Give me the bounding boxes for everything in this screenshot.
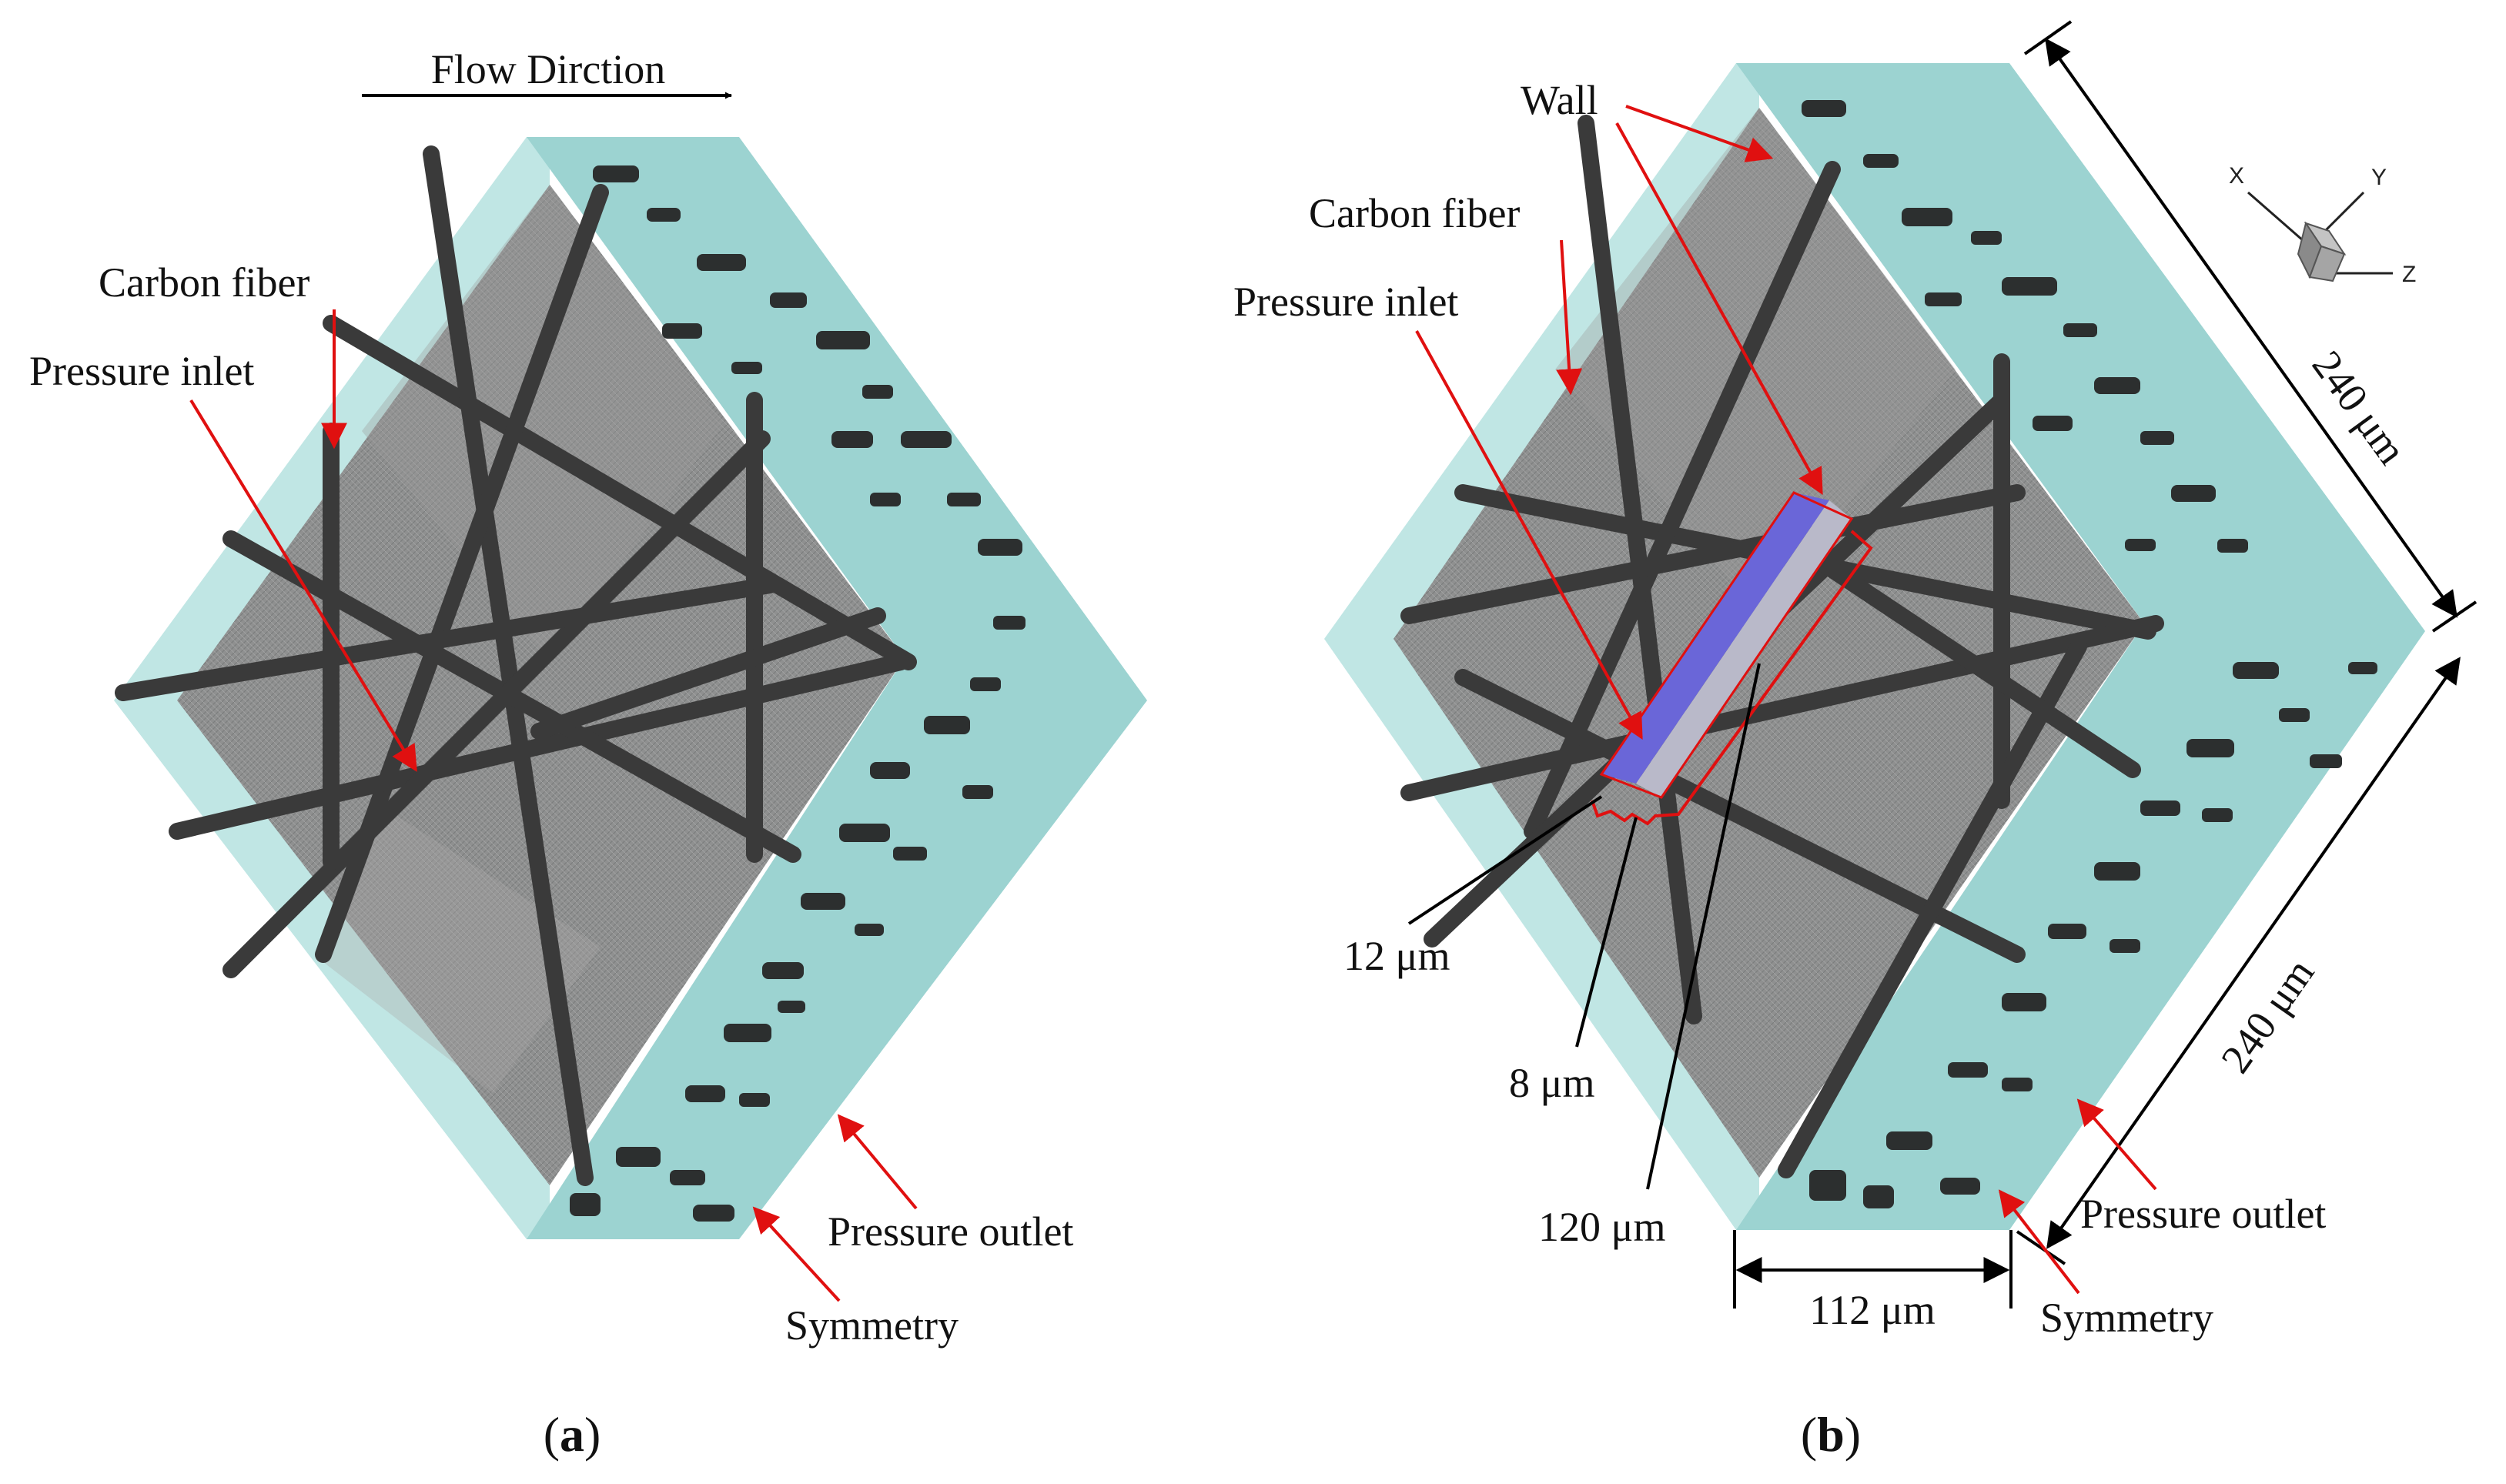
axis-triad: X Y Z — [2229, 163, 2416, 287]
fiber-a-4 — [169, 653, 909, 840]
unit-cell-face — [1601, 493, 1829, 784]
fiber-a-10 — [530, 607, 886, 740]
inlet-face-shade-a — [362, 185, 724, 662]
inlet-face-a — [177, 185, 905, 1185]
axis-y-label: Y — [2371, 165, 2387, 190]
dim-8-leader — [1575, 817, 1638, 1048]
axis-x-label: X — [2229, 163, 2244, 189]
dim-8-label: 8 μm — [1509, 1060, 1594, 1106]
unit-cell-bracket — [1591, 530, 1873, 826]
pressure-inlet-label-a: Pressure inlet — [29, 348, 254, 394]
fiber-b-9 — [1778, 638, 2087, 1178]
caption-a: (a) — [544, 1407, 601, 1462]
pressure-outlet-label-b: Pressure outlet — [2080, 1191, 2326, 1237]
pressure-inlet-leader-b — [1415, 330, 1643, 740]
carbon-fibers-a — [115, 145, 917, 1186]
pressure-inlet-leader-a — [189, 399, 417, 772]
flow-direction-a: Flow Dirction — [362, 46, 732, 99]
axis-cube-right — [2308, 245, 2346, 282]
dim-240-bottom-ext — [2016, 1230, 2066, 1265]
dim-240-bottom-line — [2046, 657, 2461, 1249]
symmetry-leader-b — [1998, 1189, 2080, 1295]
panel-a: Flow Dirction Carbon fiber Pressure inle… — [29, 46, 1147, 1462]
dim-12-label: 12 μm — [1343, 933, 1450, 979]
unit-cell-side — [1636, 500, 1852, 797]
dim-240-top-label: 240 μm — [2304, 343, 2416, 473]
inlet-face-shade-a2 — [323, 808, 601, 1093]
wall-leader-2 — [1615, 122, 1823, 495]
pressure-outlet-leader-a — [837, 1114, 918, 1210]
symmetry-leader-a — [752, 1206, 841, 1302]
dim-120-leader — [1646, 663, 1761, 1190]
panel-b: Wall Carbon fiber Pressure inlet 12 μm 8… — [1233, 20, 2478, 1462]
fiber-a-2 — [423, 145, 594, 1186]
dim-112-label: 112 μm — [1809, 1287, 1935, 1333]
fiber-a-6 — [222, 430, 771, 978]
inlet-face-shade-b — [1555, 108, 1956, 616]
wall-leader-1 — [1625, 105, 1774, 162]
dim-240-top-ext2 — [2431, 600, 2478, 633]
fiber-b-8 — [1400, 484, 2026, 624]
axis-z-label: Z — [2402, 262, 2416, 287]
dim-240-top-ext1 — [2023, 20, 2073, 55]
dim-240-top-line — [2045, 38, 2457, 618]
unit-cell — [1591, 491, 1873, 826]
fiber-b-4 — [1400, 615, 2164, 801]
fiber-b-3 — [1524, 161, 1841, 840]
fiber-a-8 — [115, 577, 778, 701]
carbon-fiber-label-a: Carbon fiber — [99, 259, 309, 306]
pressure-inlet-label-b: Pressure inlet — [1233, 279, 1458, 325]
wall-label: Wall — [1521, 77, 1598, 123]
dim-240-bottom-label: 240 μm — [2212, 951, 2323, 1081]
symmetry-label-a: Symmetry — [785, 1302, 959, 1349]
dim-112: 112 μm — [1733, 1230, 2012, 1333]
dim-120-label: 120 μm — [1538, 1204, 1665, 1250]
fiber-cross-sections-a — [570, 165, 1025, 1222]
symmetry-label-b: Symmetry — [2040, 1295, 2213, 1341]
flow-direction-label: Flow Dirction — [431, 46, 666, 92]
carbon-fiber-label-b: Carbon fiber — [1309, 190, 1520, 236]
right-fluid-face-a — [527, 137, 1147, 1239]
unit-cell-outline — [1599, 491, 1854, 799]
fiber-a-1 — [323, 315, 917, 670]
carbon-fiber-leader-b — [1556, 239, 1583, 396]
dim-12-leader — [1407, 795, 1603, 925]
caption-b: (b) — [1801, 1407, 1861, 1462]
pressure-outlet-leader-b — [2076, 1098, 2157, 1191]
axis-x-line — [2247, 191, 2310, 248]
pressure-outlet-label-a: Pressure outlet — [828, 1208, 1073, 1255]
